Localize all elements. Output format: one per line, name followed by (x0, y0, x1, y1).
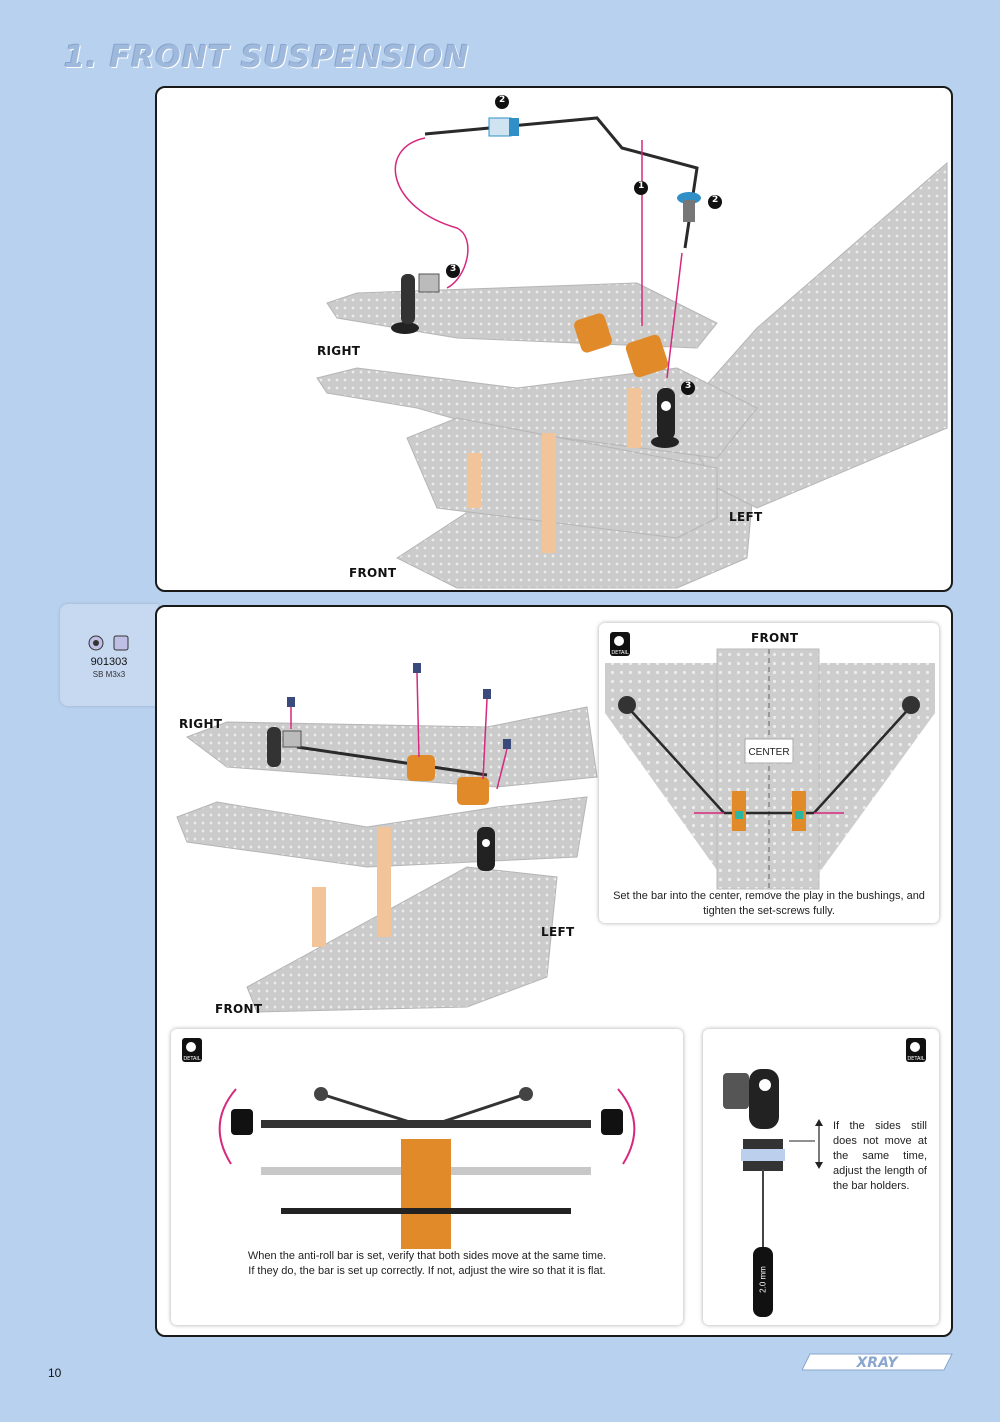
label-right: RIGHT (179, 717, 223, 731)
callout-2: 2 (499, 95, 506, 105)
step1-illustration (316, 95, 948, 589)
hardware-tab: 901303 SB M3x3 (60, 604, 158, 706)
detail-flat-inset: DETAIL When the anti-roll bar is set, ve… (171, 1029, 683, 1325)
step2-panel: RIGHT LEFT FRONT DETAIL FRONT (155, 605, 953, 1337)
label-left: LEFT (729, 510, 763, 524)
step2-illustration (176, 663, 598, 1013)
assembly-arrow (394, 137, 469, 289)
hardware-code: 901303 (90, 656, 128, 668)
brand-text: XRAY (856, 1355, 900, 1371)
callout-2: 2 (712, 195, 719, 205)
callout-3: 3 (450, 264, 457, 274)
anti-roll-bar (424, 116, 699, 249)
front-label: FRONT (751, 631, 799, 645)
detail-holders-inset: DETAIL If the sides still does not move … (703, 1029, 939, 1325)
hardware-description: SB M3x3 (92, 670, 126, 679)
label-left: LEFT (541, 925, 575, 939)
center-caption-line1: Set the bar into the center, remove the … (613, 890, 925, 902)
holder-diagram (723, 1069, 823, 1317)
step1-panel: 1 2 2 3 3 RIGHT LEFT FRONT (155, 86, 953, 592)
upper-arm-plate (326, 282, 718, 349)
brand-logo: XRAY (801, 1350, 958, 1379)
detail-badge-icon: DETAIL (610, 632, 630, 656)
detail-badge-text: DETAIL (907, 1056, 925, 1062)
assembly-arrow (666, 252, 683, 379)
detail-badge-text: DETAIL (611, 650, 629, 656)
label-front: FRONT (349, 566, 397, 580)
lower-arm-plate (316, 367, 758, 459)
holders-caption: If the sides still does not move at the … (833, 1120, 927, 1192)
orange-post (542, 433, 556, 553)
page-title: 1. FRONT SUSPENSION (64, 40, 470, 75)
callout-3: 3 (685, 381, 692, 391)
flat-caption-line2: If they do, the bar is set up correctly.… (248, 1265, 606, 1277)
set-screw-icon (88, 635, 129, 651)
bar-holder (574, 313, 612, 353)
detail-badge-icon: DETAIL (906, 1038, 926, 1062)
center-diagram (605, 648, 935, 893)
ball-joint-right (401, 274, 415, 324)
callout-1: 1 (638, 181, 645, 191)
anti-roll-bar (623, 702, 725, 814)
flat-caption-line1: When the anti-roll bar is set, verify th… (247, 1250, 607, 1262)
detail-badge-text: DETAIL (183, 1056, 201, 1062)
front-plate (406, 417, 718, 539)
label-right: RIGHT (317, 344, 361, 358)
orange-post (627, 388, 641, 448)
label-front: FRONT (215, 1002, 263, 1016)
ball-joint-left (657, 388, 675, 440)
xray-logo-icon: XRAY (801, 1353, 953, 1371)
orange-post (467, 453, 481, 508)
center-caption-line2: tighten the set-screws fully. (703, 905, 835, 917)
anti-roll-bar (296, 745, 488, 777)
page-number: 10 (48, 1366, 62, 1380)
bar-holder (625, 334, 669, 378)
detail-center-inset: DETAIL FRONT (599, 623, 939, 923)
detail-badge-icon: DETAIL (182, 1038, 202, 1062)
center-label: CENTER (748, 747, 790, 758)
tool-label: 2.0 mm (758, 1266, 768, 1293)
flat-diagram (218, 1087, 636, 1249)
